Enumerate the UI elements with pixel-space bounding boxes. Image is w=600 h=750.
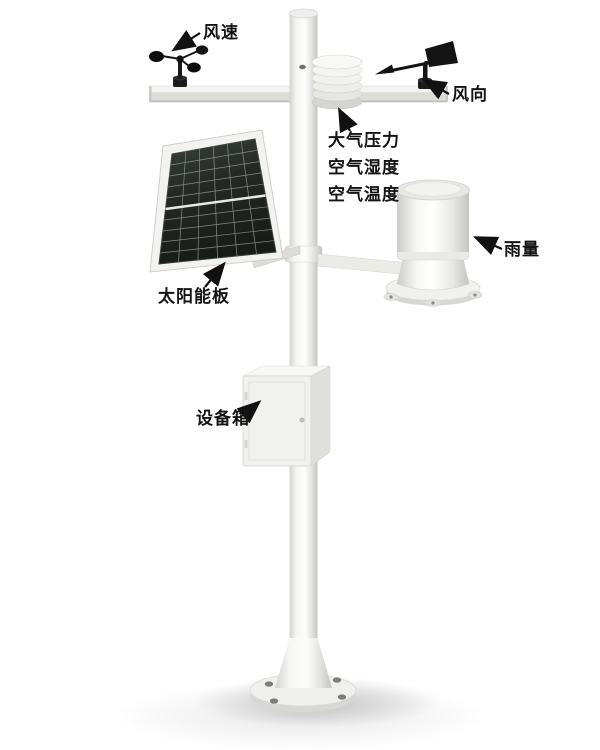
label-air-humidity: 空气湿度 bbox=[328, 158, 400, 177]
base-flare bbox=[275, 638, 332, 688]
anemometer-cup bbox=[187, 62, 201, 73]
equipment-box bbox=[242, 365, 331, 467]
label-wind-direction: 风向 bbox=[452, 85, 488, 104]
bolt-hole bbox=[337, 694, 347, 700]
arrow-equipment-box bbox=[236, 400, 262, 424]
arrow-solar-panel bbox=[202, 261, 226, 288]
bolt-hole bbox=[332, 677, 342, 683]
solar-panel-center-divider bbox=[165, 194, 266, 211]
vane-fin bbox=[425, 41, 458, 67]
vane-counterweight bbox=[375, 64, 394, 75]
anemometer-wind-speed-sensor bbox=[149, 45, 209, 87]
arrow-wind-speed bbox=[171, 29, 201, 52]
anemometer-cup bbox=[195, 45, 209, 55]
mast-pole bbox=[289, 8, 318, 645]
label-solar-panel: 太阳能板 bbox=[158, 287, 230, 306]
rain-gauge-feet bbox=[383, 291, 483, 307]
arrow-rainfall bbox=[472, 236, 503, 256]
pole-hole bbox=[299, 64, 306, 70]
box-hinge bbox=[244, 440, 248, 448]
arrow-radiation-shield bbox=[338, 107, 358, 134]
bolt-hole bbox=[264, 681, 274, 687]
base-plate bbox=[249, 638, 357, 712]
rain-gauge bbox=[383, 179, 483, 307]
label-equipment-box: 设备箱 bbox=[196, 409, 250, 428]
label-air-pressure: 大气压力 bbox=[328, 131, 400, 150]
label-wind-speed: 风速 bbox=[203, 23, 239, 42]
solar-panel bbox=[149, 129, 284, 273]
bolt-hole bbox=[269, 698, 279, 704]
solar-cell-grid bbox=[160, 141, 274, 263]
arrow-wind-direction bbox=[422, 78, 450, 100]
label-rainfall: 雨量 bbox=[504, 240, 540, 259]
label-air-temperature: 空气温度 bbox=[328, 185, 400, 204]
box-latch bbox=[299, 417, 305, 423]
radiation-shield-sensor bbox=[311, 54, 363, 110]
wind-vane-direction-sensor bbox=[375, 41, 458, 89]
anemometer-cup bbox=[149, 51, 164, 62]
box-hinge bbox=[244, 392, 248, 400]
